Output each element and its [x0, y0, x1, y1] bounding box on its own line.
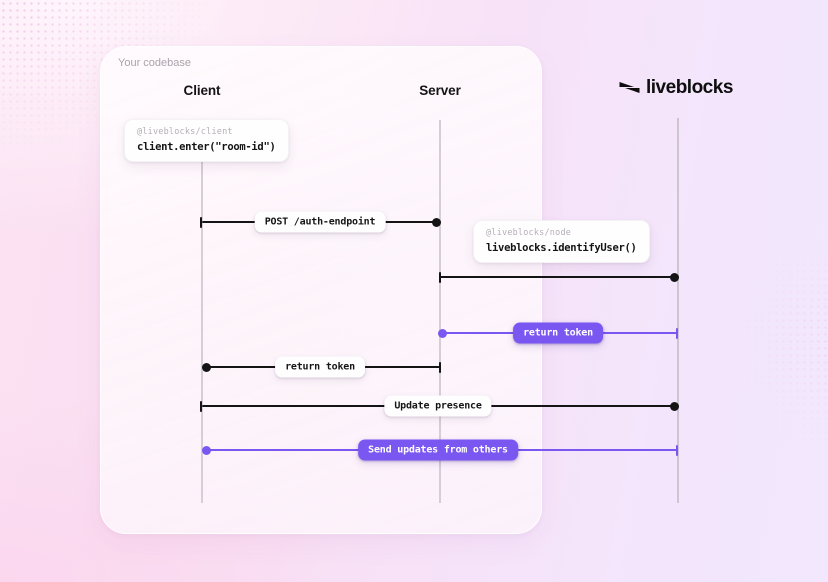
- message-return-token-liveblocks-label: return token: [513, 322, 603, 344]
- code-card-node-code: liveblocks.identifyUser(): [486, 242, 637, 254]
- code-card-node-package: @liveblocks/node: [486, 228, 572, 238]
- message-return-token-server-end-dot: [201, 362, 211, 372]
- lane-header-client: Client: [183, 83, 221, 98]
- message-update-presence-start-tick: [199, 400, 203, 412]
- message-post-auth-start-tick: [199, 216, 203, 228]
- message-return-token-server-label: return token: [275, 356, 365, 378]
- message-identify-user-end-dot: [669, 272, 679, 282]
- liveblocks-logo: liveblocks: [619, 77, 733, 98]
- message-send-updates-label: Send updates from others: [358, 439, 518, 461]
- message-send-updates-end-dot: [201, 445, 211, 455]
- message-send-updates-start-tick: [675, 444, 679, 456]
- code-card-client: @liveblocks/client client.enter("room-id…: [124, 119, 289, 162]
- lifeline-liveblocks: [677, 118, 679, 503]
- lifeline-client: [201, 120, 203, 503]
- lane-header-server: Server: [419, 83, 461, 98]
- message-identify-user-start-tick: [438, 271, 442, 283]
- message-return-token-server-start-tick: [438, 361, 442, 373]
- message-return-token-liveblocks-end-dot: [437, 328, 447, 338]
- halftone-dots-right: [640, 240, 828, 440]
- code-card-client-code: client.enter("room-id"): [137, 141, 276, 153]
- message-update-presence-label: Update presence: [384, 395, 492, 417]
- liveblocks-logo-text: liveblocks: [646, 77, 733, 98]
- code-card-node: @liveblocks/node liveblocks.identifyUser…: [473, 220, 650, 263]
- liveblocks-logo-icon: [619, 77, 640, 98]
- message-update-presence-end-dot: [669, 401, 679, 411]
- message-return-token-liveblocks-start-tick: [675, 327, 679, 339]
- code-card-client-package: @liveblocks/client: [137, 127, 233, 137]
- lifeline-server: [439, 120, 441, 503]
- codebase-panel-label: Your codebase: [118, 57, 191, 69]
- message-post-auth-end-dot: [431, 217, 441, 227]
- message-post-auth-label: POST /auth-endpoint: [254, 211, 386, 233]
- message-identify-user-line: [440, 276, 674, 279]
